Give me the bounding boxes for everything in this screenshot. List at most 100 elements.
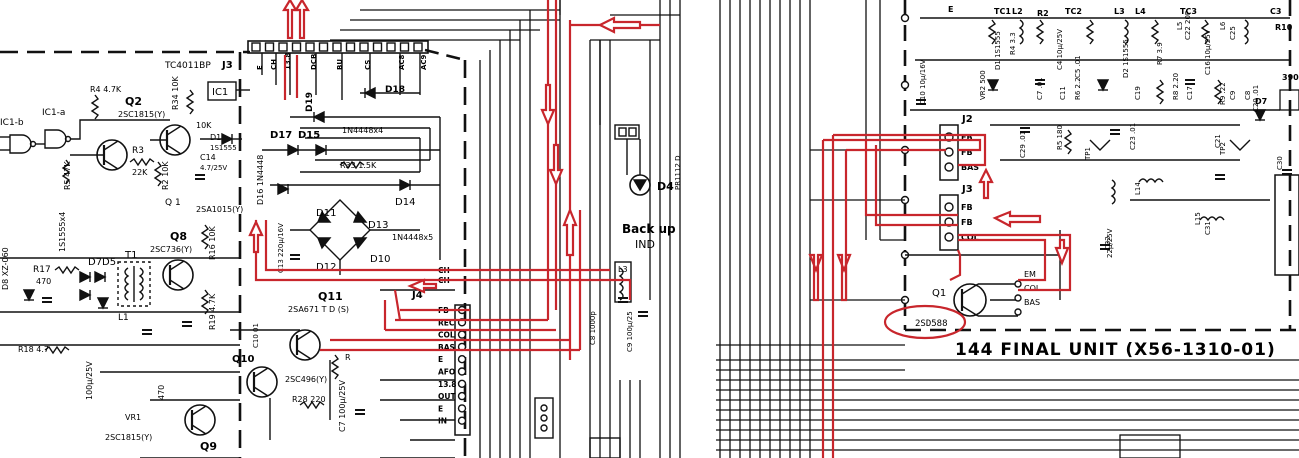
right-red-annotations	[808, 133, 1072, 458]
j4-pin-label: REC	[438, 318, 455, 327]
j4-pin-label: 13.8	[438, 380, 457, 389]
r18-label: R18 4.7	[18, 345, 49, 354]
small-connector	[534, 397, 554, 439]
c13-label: C13 220μ/16V	[277, 223, 285, 273]
part-highlight-ellipse	[883, 304, 967, 340]
d10-label: D10	[370, 254, 390, 265]
d4-type: PR1112 D	[674, 155, 682, 190]
j3-pin	[372, 42, 383, 52]
j4-pin	[457, 367, 467, 376]
diode-d1	[200, 132, 242, 146]
j4-pin-label: AFO	[438, 368, 455, 377]
rf-label: C22 20P	[1184, 11, 1192, 40]
c11-value: 100μ/25V	[85, 361, 94, 400]
j4-pin	[457, 379, 467, 388]
j4-label: J4	[411, 290, 423, 301]
rf-label: TP2	[1219, 142, 1227, 156]
j3-pin	[305, 42, 315, 52]
r34-label: R34 10K	[171, 76, 180, 110]
j3-right-pin-label: COL	[961, 233, 979, 242]
connector-j4	[454, 304, 471, 436]
bridge-rectifier	[290, 199, 420, 275]
ic1-label: IC1	[212, 87, 228, 98]
rf-label: TC2	[1065, 7, 1082, 16]
q1-part-number: 2SD588	[915, 319, 948, 329]
j3-pin	[359, 42, 369, 52]
backup-ind-label: IND	[635, 238, 655, 251]
ic1-box	[207, 81, 237, 101]
diode-pack-type: 1N4448x4	[342, 126, 383, 135]
d13-label: D13	[368, 220, 388, 231]
connector-j3-right	[939, 194, 959, 251]
j3-pin	[291, 42, 302, 52]
vr1-label: VR1	[125, 413, 141, 422]
red-arrow-up-j3	[978, 167, 994, 200]
r3-label: R3	[132, 146, 144, 156]
red-arrow-left-j3	[992, 210, 1042, 228]
unit-title: 144 FINAL UNIT (X56-1310-01)	[955, 340, 1276, 360]
j4-pin-label: E	[438, 355, 443, 364]
q1-pin-label: EM	[1024, 270, 1036, 279]
rf-label: C23 .01	[1129, 123, 1137, 150]
d8-label: D8 XZ-060	[1, 247, 10, 290]
j3-pin	[386, 42, 396, 52]
rf-label: C30	[1276, 156, 1284, 170]
j2-label: J2	[961, 114, 973, 125]
rf-label: C9	[1229, 91, 1237, 100]
q1-label: Q 1	[165, 198, 181, 208]
rf-label: TP1	[1084, 147, 1092, 161]
red-arrow-ch	[248, 219, 264, 254]
j4-pin-label: COL	[438, 331, 455, 340]
j3-pin-label: CH	[270, 59, 278, 70]
j3-pin-label: DCB	[310, 54, 318, 70]
j4-pin	[457, 355, 467, 364]
rf-label: C25	[1229, 26, 1237, 40]
r33-label: R33 1.5K	[340, 161, 377, 170]
q1-pin-label: BAS	[1024, 298, 1040, 307]
j4-pin	[457, 391, 467, 401]
q1-final-label: Q1	[932, 288, 946, 299]
r16-label: R16 10K	[208, 226, 217, 260]
rf-label: C7 .01	[1036, 77, 1044, 100]
j3-pin-label: E	[256, 65, 264, 70]
c9-label: C9 100μ/25	[626, 311, 634, 352]
c10-label: C10 01	[252, 323, 260, 348]
rf-label: L3	[1114, 7, 1125, 16]
c7-label: C7 100μ/25V	[338, 380, 347, 432]
connector-j3	[247, 40, 429, 100]
rf-components	[910, 17, 1292, 250]
d11-label: D11	[316, 208, 336, 219]
rf-label: C10 10μ/16V	[919, 59, 927, 105]
j3-pin-label: 13.8	[284, 53, 292, 70]
diode-pack	[22, 270, 110, 310]
j3-right-pin-label: FB	[961, 203, 973, 212]
red-arrow-down-1	[540, 83, 556, 127]
rf-label: L4	[1135, 7, 1146, 16]
j3-right-pin-label: FB	[961, 218, 973, 227]
rf-label: R4 3.3	[1009, 32, 1017, 55]
r2-label: R2 10K	[161, 161, 170, 190]
q1-pin-label: COL	[1024, 284, 1041, 293]
backup-led	[599, 40, 651, 196]
rf-label: R8 2.20	[1172, 73, 1180, 100]
rf-label: C20 .01	[1252, 85, 1260, 112]
rf-label: TC3	[1180, 7, 1197, 16]
q11-label: Q11	[318, 290, 343, 303]
q10-type: 2SC496(Y)	[285, 375, 327, 384]
connector-j2	[939, 124, 959, 181]
red-arrow-left-top	[597, 16, 642, 34]
resistors-left	[44, 89, 365, 410]
rf-label: C8	[1244, 91, 1252, 100]
rf-label: 390	[1282, 73, 1299, 82]
rf-label: D1 1S1555	[994, 31, 1002, 70]
j3-right-label: J3	[961, 184, 973, 195]
rf-label: C29 .01	[1019, 131, 1027, 158]
rf-label: L15	[1194, 212, 1202, 225]
j3-pin	[264, 42, 275, 52]
